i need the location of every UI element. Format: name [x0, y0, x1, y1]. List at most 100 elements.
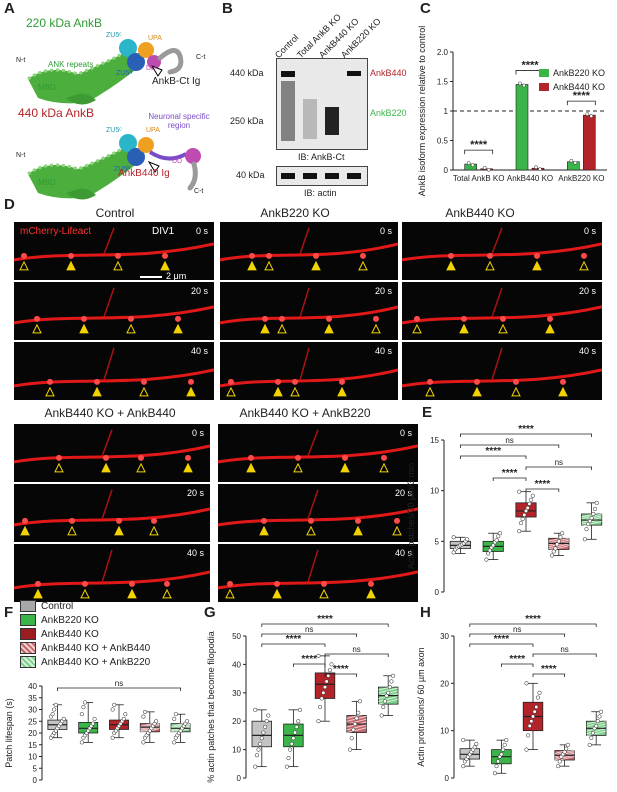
d-title-ankb220-ko: AnkB220 KO — [260, 206, 330, 220]
c-point — [486, 167, 491, 172]
box-point — [356, 710, 361, 715]
box-hatch — [586, 730, 607, 737]
box-y-tick-label: 10 — [430, 487, 439, 496]
box-sig-label: **** — [485, 446, 501, 457]
mw-40: 40 kDa — [236, 170, 265, 180]
box-point — [557, 759, 562, 764]
box-point — [81, 705, 86, 710]
c-x-tick-label: AnkB440 KO — [507, 174, 553, 183]
c-sig-label: **** — [470, 139, 488, 151]
box-point — [494, 538, 499, 543]
box-hatch — [581, 520, 602, 527]
box-point — [525, 505, 530, 510]
box-sig-label: ns — [555, 458, 563, 467]
neuronal-region-label: Neuronal specific region — [148, 112, 210, 130]
box-point — [297, 707, 302, 712]
box-point — [589, 515, 594, 521]
nterm-440: N-t — [16, 152, 26, 159]
box-point — [484, 557, 489, 562]
box-point — [502, 742, 507, 747]
box-point — [499, 752, 504, 757]
box-point — [486, 551, 491, 556]
legend-label: AnkB440 KO + AnkB440 — [41, 642, 151, 654]
box-sig-bracket — [492, 477, 527, 481]
box-point — [258, 741, 263, 746]
box-point — [292, 730, 298, 735]
legend-label: Control — [41, 600, 74, 612]
box-point — [504, 738, 509, 743]
panel-label-h: H — [420, 604, 431, 621]
box-point — [123, 712, 128, 717]
box-point — [594, 723, 599, 728]
box-sig-label: **** — [494, 634, 510, 645]
box-point — [594, 500, 599, 505]
box-sig-bracket — [469, 633, 565, 637]
box-sig-label: ns — [513, 625, 521, 634]
box-point — [319, 696, 324, 701]
ankb440-structure — [27, 134, 201, 200]
box-point — [551, 549, 556, 554]
box-point — [329, 662, 334, 667]
box-point — [90, 721, 96, 726]
box-point — [582, 537, 587, 542]
box-point — [261, 730, 266, 735]
c-sig-bracket — [566, 100, 596, 106]
box-point — [535, 695, 540, 700]
box-point — [517, 529, 522, 534]
box-point — [52, 707, 57, 712]
box-point — [524, 747, 529, 752]
c-sig-bracket — [464, 149, 494, 155]
box-point — [451, 550, 456, 555]
box-sig-bracket — [469, 643, 534, 647]
lifeact-rescue-image-0-0: 0 s — [14, 424, 210, 482]
lifeact-image-1-2: 40 s — [220, 342, 398, 400]
box-point — [589, 735, 594, 740]
band-label-440: AnkB440 — [370, 68, 407, 78]
box-point — [92, 716, 97, 721]
lane-control: Control — [272, 32, 301, 60]
box-hatch — [378, 695, 399, 702]
lifeact-rescue-image-1-1: 20 s — [218, 484, 418, 542]
ib-actin: IB: actin — [304, 188, 337, 198]
box-point — [595, 719, 600, 724]
box-point — [50, 712, 55, 717]
box-hatch — [548, 545, 570, 552]
box-point — [254, 753, 259, 758]
anks-label-220: ANK repeats — [48, 60, 94, 69]
c-bar — [531, 167, 545, 171]
box-point — [288, 747, 293, 752]
box-y-tick-label: 20 — [232, 717, 241, 726]
box-sig-bracket — [261, 633, 357, 637]
lifeact-rescue-image-1-2: 40 s — [218, 544, 418, 602]
box-sig-label: **** — [502, 468, 518, 479]
ib-ankb-ct: IB: AnkB-Ct — [298, 152, 345, 162]
box-point — [141, 714, 146, 719]
c-point — [470, 163, 475, 167]
box-point — [524, 681, 529, 686]
box-point — [61, 716, 66, 721]
band-control-440 — [281, 71, 295, 77]
upa-label-220: UPA — [148, 35, 162, 42]
box-sig-bracket — [57, 687, 181, 691]
box-sig-bracket — [293, 663, 326, 667]
scale-bar-label: 2 μm — [166, 271, 187, 281]
box-sig-label: **** — [518, 424, 534, 435]
c-y-tick-label: 0 — [444, 166, 449, 175]
c-legend-label: AnkB220 KO — [553, 68, 605, 78]
box-sig-label: ns — [560, 645, 568, 654]
ankb440-ig-label: AnkB440 Ig — [118, 168, 170, 179]
box-point — [472, 745, 477, 750]
anks-domain-440 — [28, 147, 140, 199]
cterm-220: C-t — [196, 54, 206, 61]
lifeact-image-1-0: 0 s — [220, 222, 398, 280]
panel-label-f: F — [4, 604, 14, 621]
box-point — [534, 704, 539, 710]
c-y-tick-label: 2.0 — [437, 48, 449, 57]
c-point — [569, 158, 574, 163]
box-point — [391, 673, 396, 678]
box-point — [172, 740, 177, 745]
